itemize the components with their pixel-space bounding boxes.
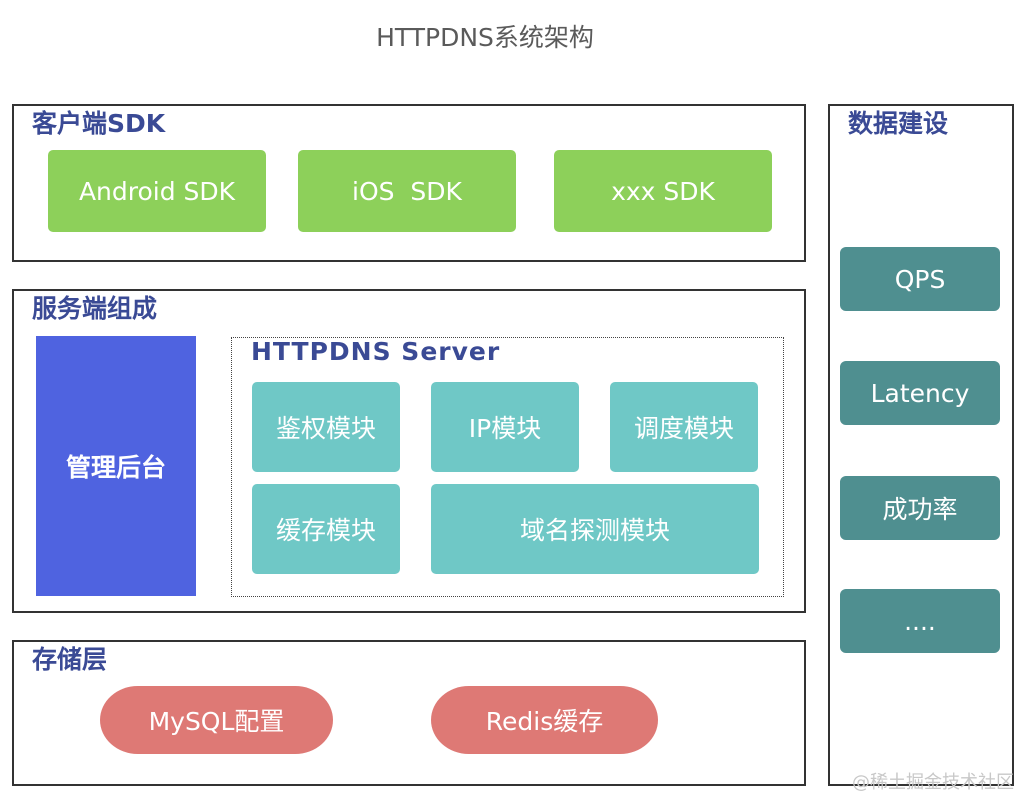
metrics-panel [828, 104, 1014, 786]
xxx-sdk-box: xxx SDK [554, 150, 772, 232]
domain-probe-module-box: 域名探测模块 [431, 484, 759, 574]
client-sdk-title: 客户端SDK [32, 109, 166, 138]
success-rate-box: 成功率 [840, 476, 1000, 540]
latency-box: Latency [840, 361, 1000, 425]
more-metrics-box: .... [840, 589, 1000, 653]
cache-module-box: 缓存模块 [252, 484, 400, 574]
storage-panel [12, 640, 806, 786]
mysql-config-box: MySQL配置 [100, 686, 333, 754]
redis-cache-box: Redis缓存 [431, 686, 658, 754]
httpdns-server-group [231, 337, 784, 597]
diagram-title: HTTPDNS系统架构 [376, 23, 594, 52]
admin-console-box: 管理后台 [36, 336, 196, 596]
auth-module-box: 鉴权模块 [252, 382, 400, 472]
qps-box: QPS [840, 247, 1000, 311]
scheduling-module-box: 调度模块 [610, 382, 758, 472]
ip-module-box: IP模块 [431, 382, 579, 472]
android-sdk-box: Android SDK [48, 150, 266, 232]
watermark: @稀土掘金技术社区 [852, 772, 1014, 793]
ios-sdk-box: iOS SDK [298, 150, 516, 232]
metrics-title: 数据建设 [848, 109, 949, 138]
httpdns-server-title: HTTPDNS Server [251, 337, 501, 366]
server-title: 服务端组成 [32, 294, 158, 323]
storage-title: 存储层 [32, 645, 108, 674]
